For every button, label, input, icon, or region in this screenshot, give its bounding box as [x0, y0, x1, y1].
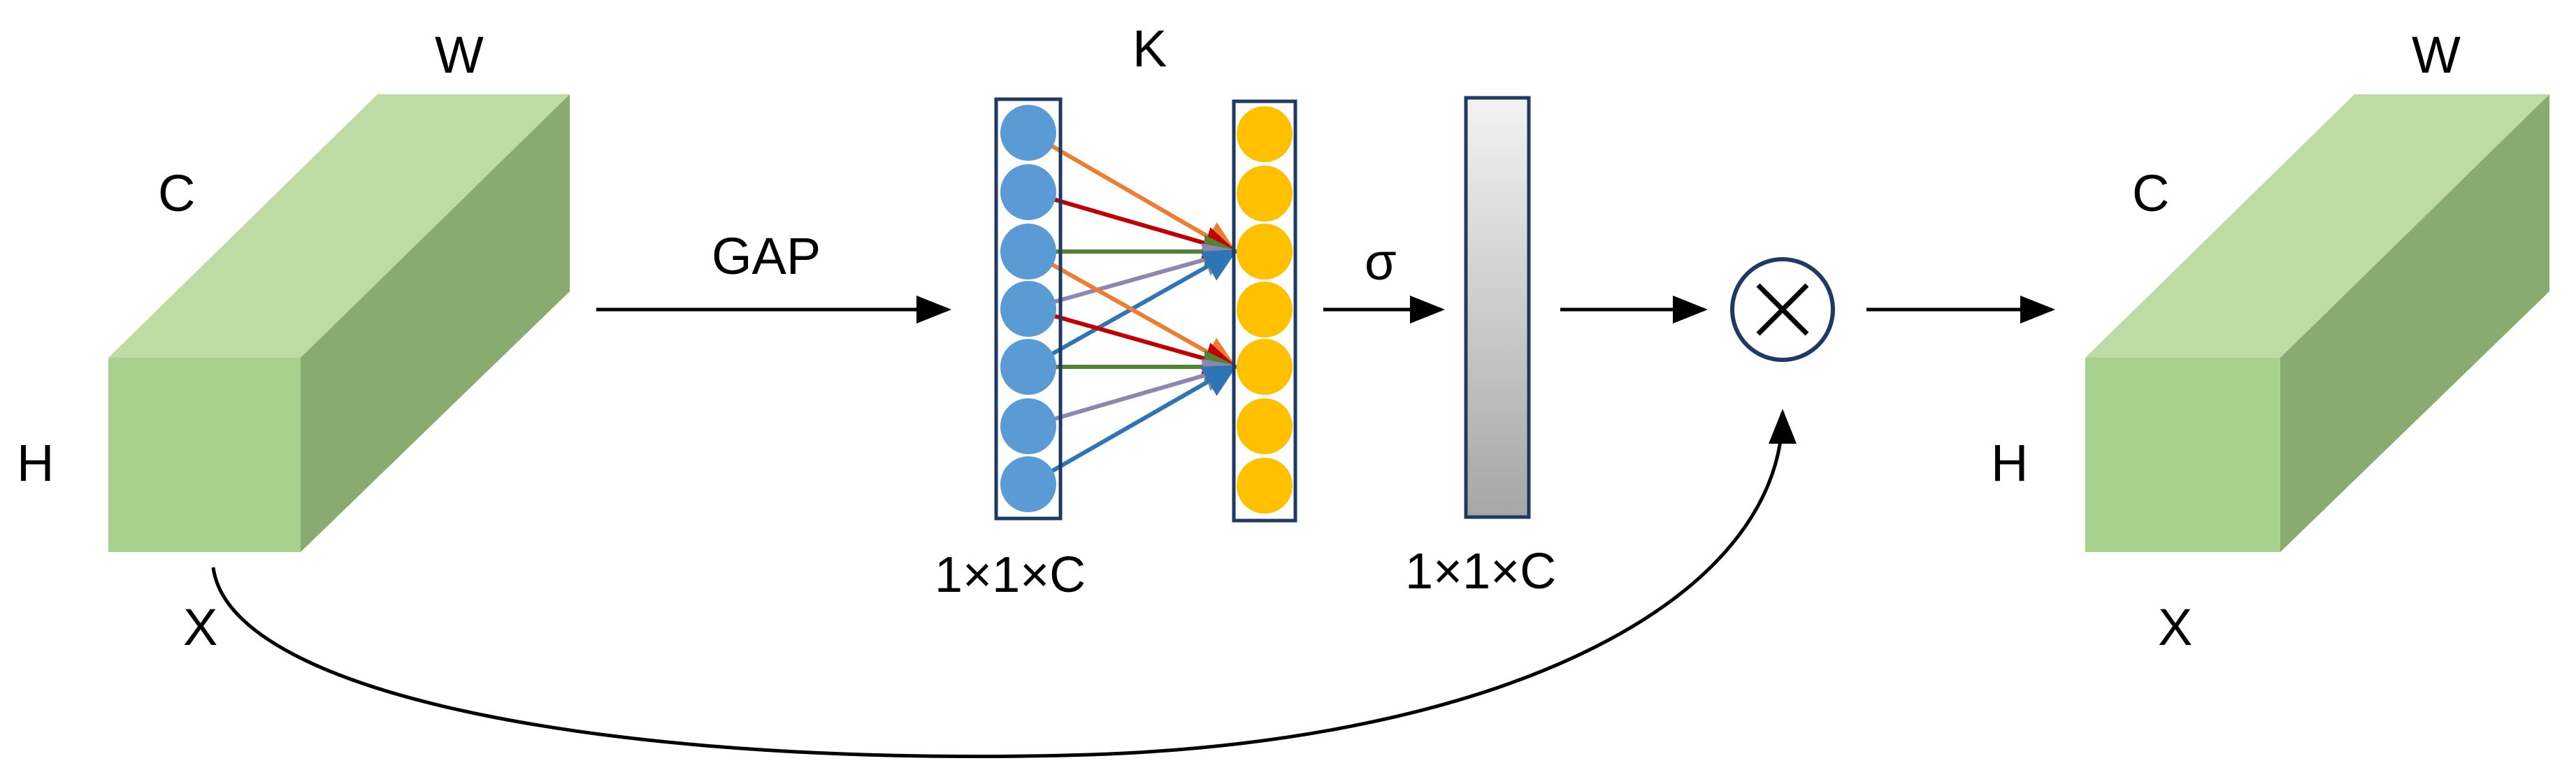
- connection-line: [1028, 249, 1238, 369]
- k-label: K: [1132, 20, 1167, 78]
- conv-node: [1237, 398, 1293, 454]
- pooled-node: [1000, 398, 1056, 454]
- attention-weight-bar: [1464, 96, 1531, 519]
- pooled-node: [1000, 224, 1056, 280]
- pooled-node: [1000, 281, 1056, 337]
- input-label-c: C: [158, 164, 195, 222]
- output-cube-top-face: [2085, 94, 2549, 358]
- output-cube-side-face: [2280, 94, 2549, 552]
- conv-column-border: [1232, 99, 1297, 523]
- conv-node: [1237, 458, 1293, 514]
- conv-connections: [1028, 131, 1238, 486]
- pooled-size-label: 1×1×C: [935, 547, 1086, 603]
- input-label-h: H: [17, 434, 54, 492]
- connection-line: [1028, 190, 1238, 260]
- output-cube-front-face: [2085, 358, 2280, 552]
- input-feature-block: [108, 94, 570, 552]
- pooled-column-border: [994, 97, 1063, 521]
- conv-node: [1237, 106, 1293, 162]
- conv-node: [1237, 282, 1293, 337]
- input-cube-top-face: [108, 94, 570, 358]
- output-label-x: X: [2158, 598, 2192, 656]
- output-label-h: H: [1991, 434, 2028, 492]
- pooled-node: [1000, 339, 1056, 395]
- skip-connection-curve: [211, 409, 1797, 759]
- conv-output-column: [1232, 99, 1297, 523]
- pooled-node: [1000, 105, 1056, 161]
- pooled-node: [1000, 456, 1056, 512]
- output-label-w: W: [2412, 26, 2461, 84]
- sigma-label: σ: [1365, 233, 1397, 291]
- conv-node: [1237, 166, 1293, 222]
- input-cube-side-face: [301, 94, 570, 552]
- conv-node: [1237, 224, 1293, 280]
- input-label-x: X: [183, 598, 217, 656]
- input-label-w: W: [435, 26, 484, 84]
- gap-label: GAP: [712, 227, 821, 285]
- weight-size-label: 1×1×C: [1405, 544, 1556, 600]
- pooled-vector-column: [994, 97, 1063, 521]
- pooled-node: [1000, 164, 1056, 220]
- conv-node: [1237, 339, 1293, 395]
- connection-line: [1028, 307, 1238, 375]
- multiply-icon: [1756, 283, 1809, 336]
- connection-line: [1028, 365, 1238, 486]
- input-cube-front-face: [108, 358, 301, 552]
- connection-line: [1028, 358, 1238, 428]
- output-feature-block: [2085, 94, 2549, 552]
- output-label-c: C: [2132, 164, 2169, 222]
- connection-line: [1028, 243, 1238, 311]
- multiply-node: [1730, 257, 1835, 362]
- connection-line: [1028, 131, 1238, 254]
